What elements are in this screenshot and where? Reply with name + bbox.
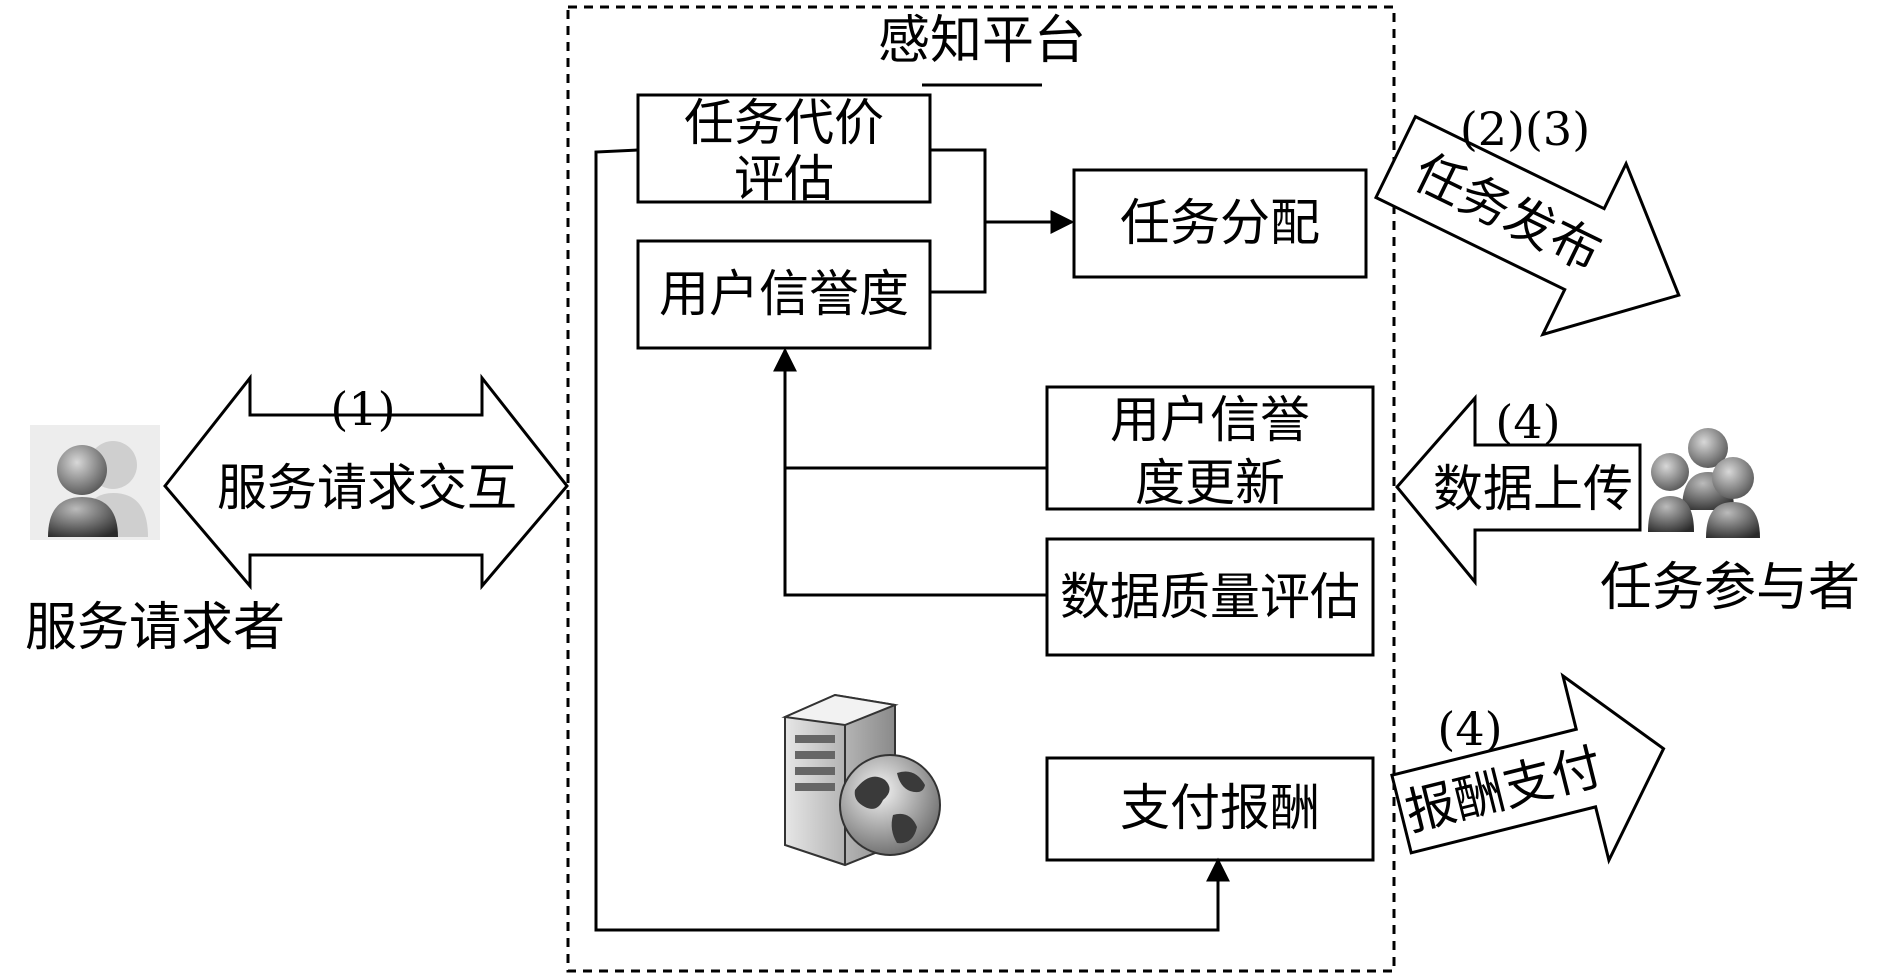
connectors [594,148,1230,932]
user-reputation-label: 用户信誉度 [659,265,909,323]
service-interaction-number: (1) [330,382,395,436]
connector-cost-to-pay [594,148,1230,932]
task-cost-eval-label-line1: 任务代价 [684,94,884,152]
task-allocation-label: 任务分配 [1120,194,1320,252]
reward-payment-arrow: 报酬支付 (4) [1390,672,1666,865]
data-quality-eval-box: 数据质量评估 [1045,537,1375,657]
data-quality-eval-label: 数据质量评估 [1060,568,1360,626]
reputation-update-label-line1: 用户信誉 [1110,391,1310,449]
task-allocation-box: 任务分配 [1072,168,1368,279]
task-cost-eval-label-line2: 评估 [734,150,834,208]
reward-payment-number: (4) [1437,702,1502,756]
task-publish-arrow: 任务发布 (2)(3) [1373,102,1681,337]
platform-title: 感知平台 [878,11,1086,71]
requester-label: 服务请求者 [25,598,285,658]
data-upload-label: 数据上传 [1433,460,1633,518]
connector-update-to-reputation [773,347,1047,470]
data-upload-number: (4) [1495,395,1560,449]
user-reputation-box: 用户信誉度 [636,239,932,350]
user-icon [30,425,160,540]
pay-reward-box: 支付报酬 [1045,756,1375,862]
task-publish-number: (2)(3) [1460,102,1590,156]
connector-reputation-to-merge [930,222,987,294]
connector-cost-to-merge [930,148,987,222]
user-group-icon [1648,428,1760,538]
service-interaction-label: 服务请求交互 [217,459,517,517]
service-interaction-arrow: 服务请求交互 (1) [163,373,569,591]
reputation-update-label-line2: 度更新 [1135,454,1285,512]
reputation-update-box: 用户信誉 度更新 [1045,385,1375,512]
data-upload-arrow: 数据上传 (4) [1395,394,1642,587]
server-globe-icon [781,693,941,867]
connector-quality-to-reputation [783,468,1047,597]
pay-reward-label: 支付报酬 [1120,779,1320,837]
participants-label: 任务参与者 [1600,558,1860,618]
task-cost-eval-box: 任务代价 评估 [636,93,932,208]
